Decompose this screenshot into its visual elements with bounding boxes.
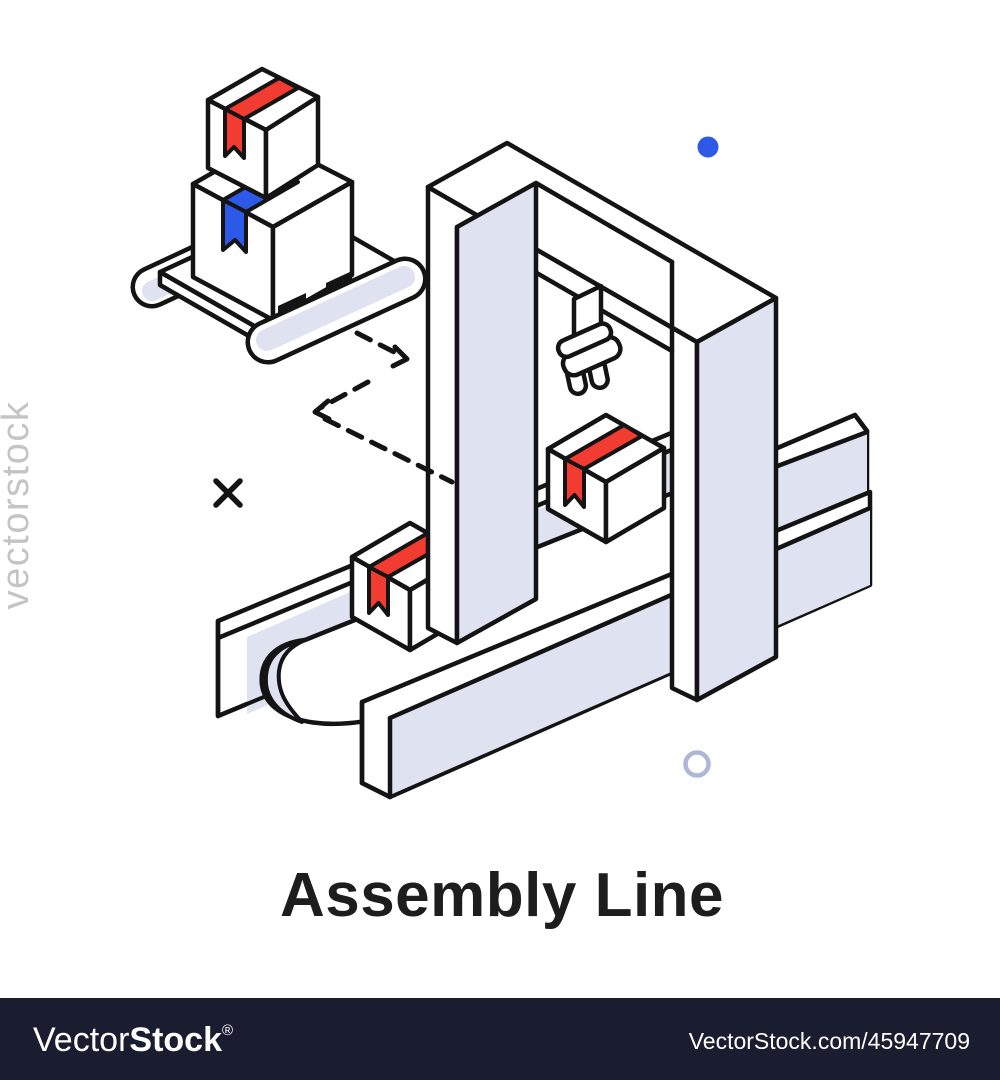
arrow-right-icon <box>390 344 410 369</box>
watermark-bar: VectorStock® VectorStock.com/45947709 <box>0 998 1000 1080</box>
box-red-ribbon <box>563 423 644 509</box>
image-url: VectorStock.com/45947709 <box>689 1028 970 1054</box>
vertical-watermark: vectorstock <box>0 401 37 610</box>
plug-gripper-icon <box>555 283 623 397</box>
blue-dot-icon <box>697 136 719 158</box>
image-title: Assembly Line <box>280 861 724 930</box>
gantry-frame <box>425 140 779 703</box>
pallet-front-runner <box>245 256 428 365</box>
box-blue-ribbon <box>221 198 248 254</box>
pallet-box-top <box>205 66 321 201</box>
circle-outline-icon <box>683 750 711 778</box>
dashed-path <box>312 330 455 485</box>
box-red-ribbon <box>223 76 300 160</box>
conveyor-box-2 <box>545 412 667 545</box>
arrow-left-icon <box>312 398 332 422</box>
x-mark-icon <box>213 478 243 508</box>
pallet <box>130 66 428 365</box>
brand-logo: VectorStock® <box>33 1021 233 1059</box>
